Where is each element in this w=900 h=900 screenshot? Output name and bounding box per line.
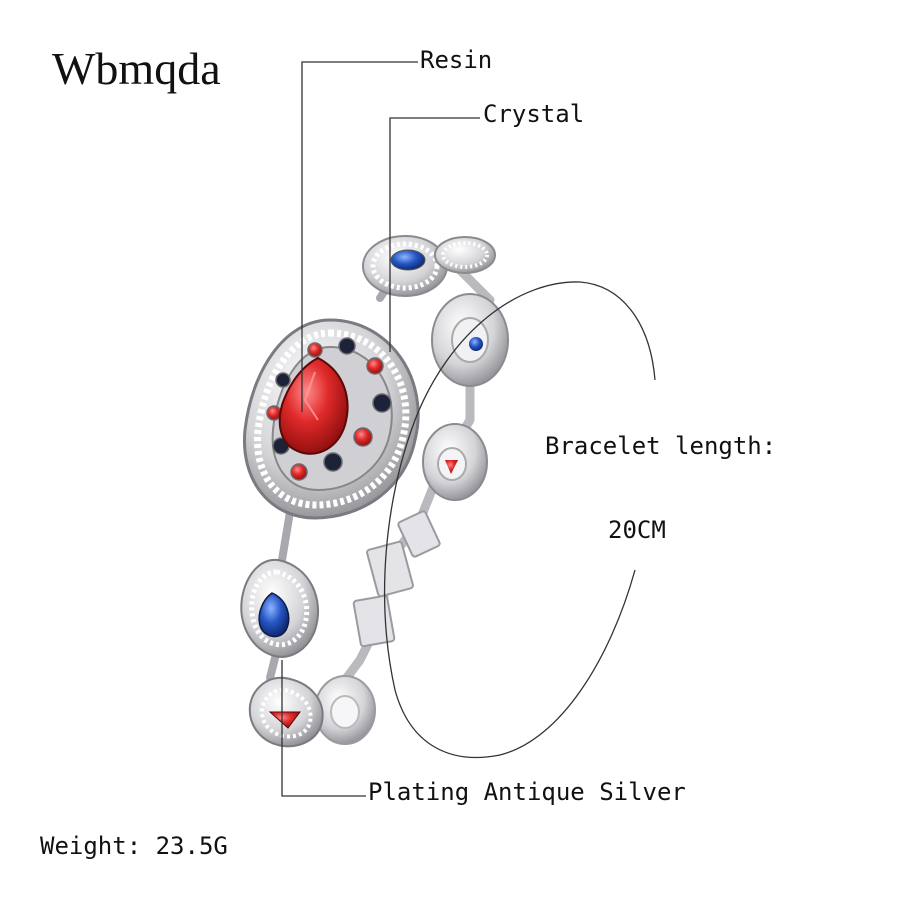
chain-link-squares (352, 510, 441, 648)
upper-blue-pendant (362, 235, 448, 297)
back-pendant-upper (431, 293, 509, 387)
bracelet-length-label: Bracelet length: (545, 432, 777, 460)
callout-label-crystal: Crystal (483, 100, 585, 128)
lower-blue-pendant (240, 558, 320, 658)
bottom-red-pendant (248, 676, 324, 748)
brand-logo-text: Wbmqda (52, 43, 221, 94)
callout-lines (281, 61, 480, 797)
main-pendant (242, 318, 420, 520)
upper-right-pendant (434, 236, 496, 274)
back-pendant-middle (422, 423, 488, 501)
callout-label-resin: Resin (420, 46, 493, 74)
weight-spec: Weight: 23.5G (40, 832, 228, 860)
back-pendant-lower (314, 675, 376, 745)
length-indicator-arc (383, 281, 656, 759)
callout-label-plating: Plating Antique Silver (368, 778, 686, 806)
bracelet-length-value: 20CM (608, 516, 666, 544)
